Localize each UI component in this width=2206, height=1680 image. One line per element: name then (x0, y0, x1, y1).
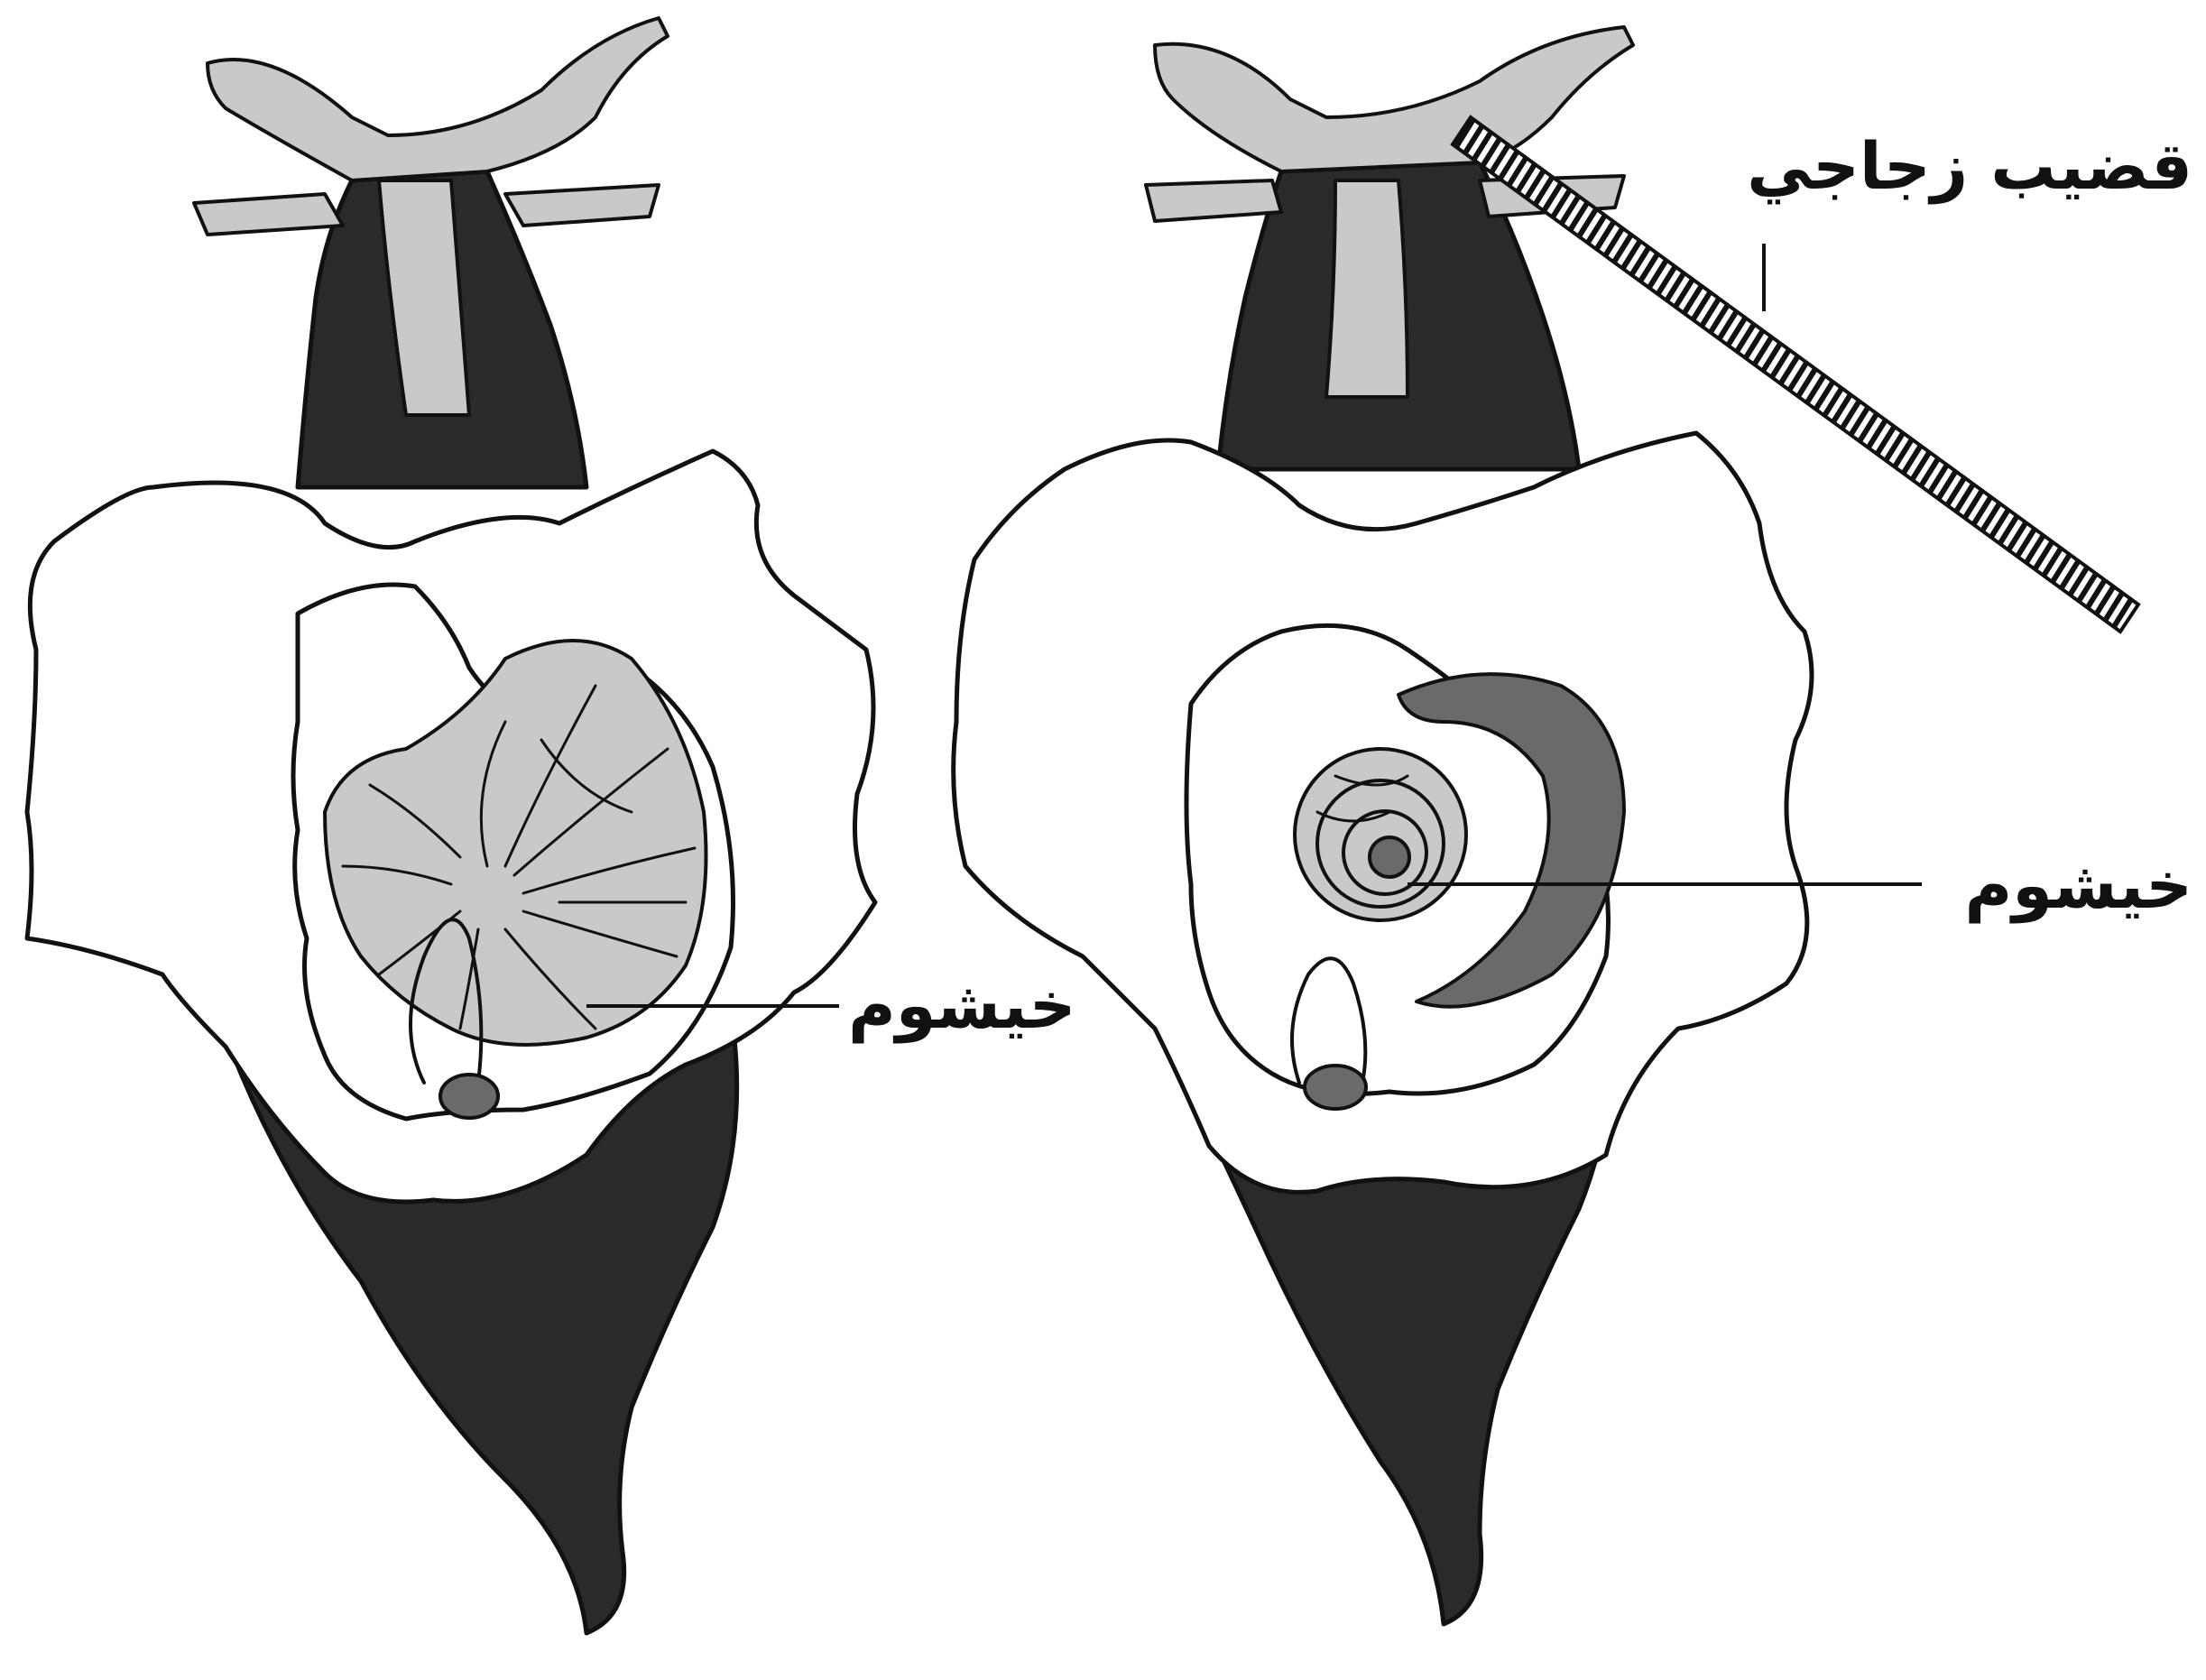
right-upper-tentacles (1155, 27, 1633, 171)
right-siphon-opening (1305, 1066, 1366, 1109)
right-specimen (954, 27, 1812, 1624)
left-upper-tentacles (208, 18, 668, 180)
gill-left-label: خيشوم (848, 973, 1075, 1038)
gill-right-label: خيشوم (1965, 853, 2192, 918)
glass-rod-label: قضيب زجاجي (1747, 134, 2192, 198)
right-neck-center (1326, 180, 1408, 397)
left-siphon-opening (440, 1075, 498, 1118)
left-specimen (27, 18, 875, 1633)
